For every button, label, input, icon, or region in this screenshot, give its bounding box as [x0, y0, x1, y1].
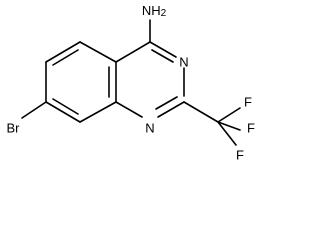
bond-c2-cf3	[183, 101, 219, 123]
atom-labels: NH2 N N Br F F F	[7, 3, 256, 163]
amine-label: NH2	[142, 3, 167, 19]
bond-c2-n1	[157, 101, 185, 118]
bonds	[21, 19, 241, 146]
bond-cf3-f-top	[217, 107, 241, 123]
bond-c7-c8-inner	[52, 98, 79, 115]
bond-c7-c8	[45, 101, 81, 123]
bond-c5-c6	[45, 41, 81, 63]
bond-cf3-f-bottom	[217, 121, 237, 146]
bond-cf3-f-right	[217, 121, 241, 131]
bond-c5-c6-inner	[52, 49, 79, 66]
bond-c4-n3	[149, 41, 177, 58]
fluorine-bottom-label: F	[236, 148, 244, 163]
bond-c2-n1-inner	[155, 96, 178, 110]
bond-c7-br	[21, 101, 47, 119]
bond-c4a-c5	[79, 41, 117, 63]
bond-c4-n3-inner	[151, 49, 174, 63]
bromine-label: Br	[7, 121, 21, 136]
chemical-structure: NH2 N N Br F F F	[7, 3, 256, 163]
nitrogen-3-label: N	[179, 55, 188, 70]
bond-n1-c8a	[115, 101, 143, 118]
bond-c8-c8a	[79, 101, 117, 123]
bond-c4a-c4	[115, 41, 151, 63]
fluorine-right-label: F	[247, 121, 255, 136]
nitrogen-1-label: N	[145, 121, 154, 136]
fluorine-top-label: F	[244, 95, 252, 110]
